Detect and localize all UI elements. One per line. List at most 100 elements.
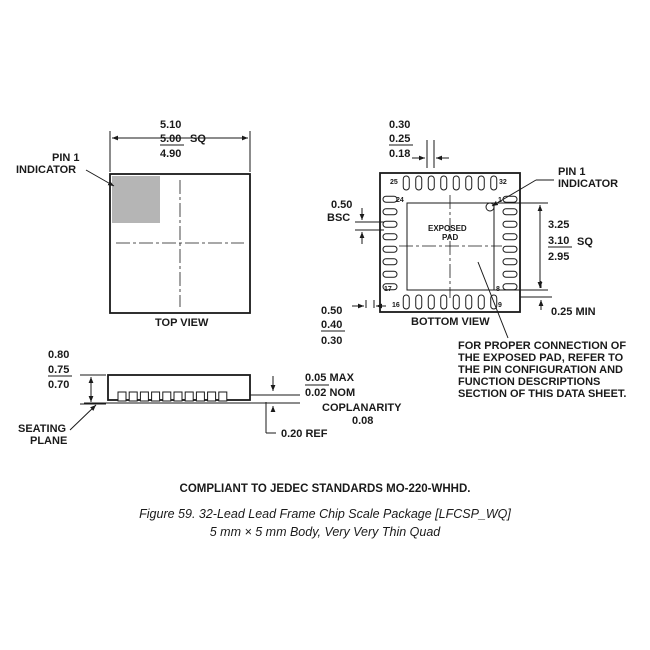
side-lead [128, 391, 138, 402]
standoff-max: 0.05 MAX [305, 372, 355, 384]
seating-plane-leader [69, 404, 97, 431]
lead-left [382, 195, 398, 203]
pin-number-32: 32 [499, 179, 507, 186]
pin-number-24: 24 [396, 197, 404, 204]
lead-left [382, 208, 398, 216]
side-lead [162, 391, 172, 402]
pin1-marker [112, 176, 160, 223]
lead-bottom [415, 294, 423, 310]
lead-left [382, 245, 398, 253]
note-line: THE EXPOSED PAD, REFER TO [458, 352, 624, 364]
bottom-view-label: BOTTOM VIEW [411, 316, 490, 328]
lead-top [427, 175, 435, 191]
top-dim-min: 4.90 [160, 148, 181, 160]
lead-left [382, 270, 398, 278]
pad-dim-nom: 3.10 [548, 235, 569, 247]
bottom-view-leads [382, 175, 518, 310]
top-pin1-label-1: PIN 1 [52, 152, 80, 164]
exposed-pad [406, 202, 495, 291]
side-lead [139, 391, 149, 402]
lead-right [502, 233, 518, 241]
pin-number-25: 25 [390, 179, 398, 186]
edge-min-label: 0.25 MIN [551, 306, 596, 318]
pitch-bsc: BSC [327, 212, 350, 224]
lead-bottom [440, 294, 448, 310]
pad-dim-suffix: SQ [577, 236, 593, 248]
exposed-pad-label-2: PAD [442, 233, 459, 242]
side-lead [195, 391, 205, 402]
pin-number-1: 1 [498, 197, 502, 204]
top-view-label: TOP VIEW [155, 317, 209, 329]
note-line: FUNCTION DESCRIPTIONS [458, 376, 601, 388]
top-pin1-leader [85, 169, 115, 187]
height-max: 0.80 [48, 349, 69, 361]
lead-bottom [427, 294, 435, 310]
side-view-leads [117, 391, 228, 402]
lead-left [382, 233, 398, 241]
lead-right [502, 245, 518, 253]
lead-bottom [465, 294, 473, 310]
lead-width-nom: 0.25 [389, 133, 410, 145]
lead-top [440, 175, 448, 191]
lead-right [502, 195, 518, 203]
side-lead [207, 391, 217, 402]
bottom-pin1-label-1: PIN 1 [558, 166, 586, 178]
top-dim-suffix: SQ [190, 133, 206, 145]
top-view: 5.10 5.00 SQ 4.90 PIN 1 INDICATOR TOP VI… [16, 119, 251, 329]
note-line: THE PIN CONFIGURATION AND [458, 364, 623, 376]
bottom-pin1-label-2: INDICATOR [558, 178, 618, 190]
side-lead [173, 391, 183, 402]
lead-right [502, 208, 518, 216]
height-nom: 0.75 [48, 364, 69, 376]
pin-number-17: 17 [384, 286, 392, 293]
lead-bottom [477, 294, 485, 310]
lead-length-min: 0.30 [321, 335, 342, 347]
side-lead [151, 391, 161, 402]
height-min: 0.70 [48, 379, 69, 391]
pin-number-9: 9 [498, 302, 502, 309]
pad-dim-max: 3.25 [548, 219, 569, 231]
pin-number-16: 16 [392, 302, 400, 309]
top-view-body [109, 173, 251, 314]
lead-top [402, 175, 410, 191]
lead-right [502, 258, 518, 266]
figure-caption: Figure 59. 32-Lead Lead Frame Chip Scale… [139, 507, 511, 521]
lead-top [465, 175, 473, 191]
note-line: FOR PROPER CONNECTION OF [458, 340, 627, 352]
lead-left [382, 220, 398, 228]
pad-dim-min: 2.95 [548, 251, 569, 263]
top-dim-max: 5.10 [160, 119, 181, 131]
exposed-pad-pin1-notch [485, 202, 495, 212]
note-line: SECTION OF THIS DATA SHEET. [458, 388, 627, 400]
top-pin1-label-2: INDICATOR [16, 164, 76, 176]
figure-caption-subtitle: 5 mm × 5 mm Body, Very Very Thin Quad [209, 525, 441, 539]
lead-top [477, 175, 485, 191]
lead-top [490, 175, 498, 191]
exposed-pad-note: FOR PROPER CONNECTION OF THE EXPOSED PAD… [458, 340, 626, 400]
ref-thickness-label: 0.20 REF [281, 428, 328, 440]
coplanarity-label: COPLANARITY [322, 402, 402, 414]
top-dim-nom: 5.00 [160, 133, 181, 145]
lead-right [502, 270, 518, 278]
side-lead [184, 391, 194, 402]
side-lead [218, 391, 228, 402]
coplanarity-value: 0.08 [352, 415, 373, 427]
pitch-value: 0.50 [331, 199, 352, 211]
lead-width-min: 0.18 [389, 148, 410, 160]
exposed-pad-label-1: EXPOSED [428, 224, 467, 233]
lead-left [382, 258, 398, 266]
lead-length-max: 0.50 [321, 305, 342, 317]
lead-left [382, 283, 398, 291]
lead-right [502, 220, 518, 228]
side-view: 0.80 0.75 0.70 0.05 MAX 0.02 NOM COPLANA… [18, 349, 402, 447]
jedec-compliance: COMPLIANT TO JEDEC STANDARDS MO-220-WHHD… [179, 483, 471, 495]
seating-plane-label-2: PLANE [30, 435, 67, 447]
lead-top [415, 175, 423, 191]
lead-width-max: 0.30 [389, 119, 410, 131]
lead-length-nom: 0.40 [321, 319, 342, 331]
side-lead [117, 391, 127, 402]
lead-bottom [452, 294, 460, 310]
standoff-nom: 0.02 NOM [305, 387, 355, 399]
seating-plane-label-1: SEATING [18, 423, 66, 435]
